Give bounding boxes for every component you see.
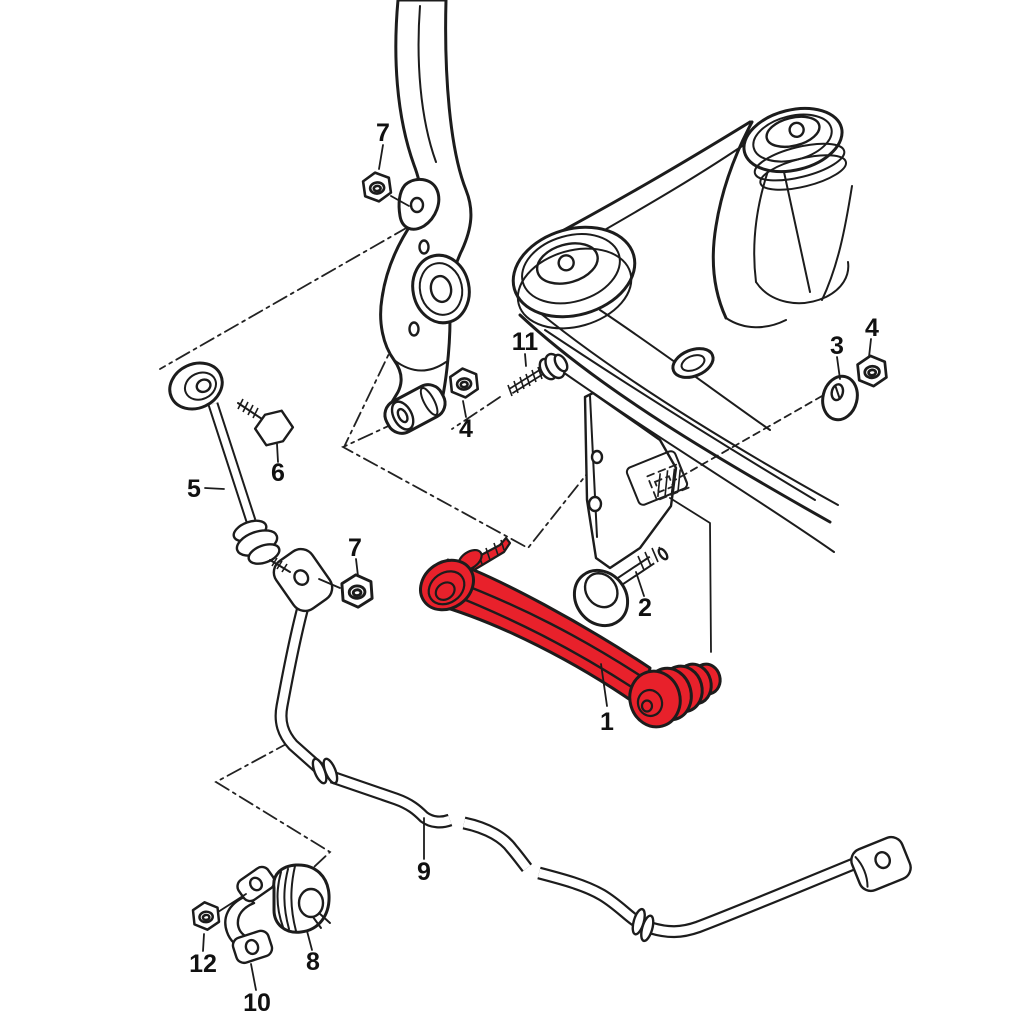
callout-12[interactable]: 12 bbox=[189, 950, 217, 978]
bar-collar-left bbox=[311, 757, 339, 785]
subframe-left-mount bbox=[511, 225, 637, 330]
hex-nut-4-front bbox=[448, 365, 480, 401]
callout-4-rear[interactable]: 4 bbox=[865, 314, 879, 342]
flanged-bolt-2 bbox=[572, 546, 669, 628]
callout-10[interactable]: 10 bbox=[243, 989, 271, 1017]
arm-bushing-eye bbox=[411, 253, 471, 325]
callout-4-front[interactable]: 4 bbox=[459, 415, 473, 443]
callout-7-upper[interactable]: 7 bbox=[376, 119, 390, 147]
eccentric-washer-3 bbox=[821, 374, 859, 422]
stabilizer-bushing-8 bbox=[272, 863, 331, 934]
assembly-axis-lines bbox=[159, 226, 823, 868]
leader-lines bbox=[202, 144, 872, 991]
callout-8[interactable]: 8 bbox=[306, 948, 320, 976]
rod-right-bushing bbox=[628, 662, 722, 729]
bar-rear-eye bbox=[850, 835, 912, 893]
stabilizer-bar bbox=[272, 547, 912, 943]
callout-5[interactable]: 5 bbox=[187, 475, 201, 503]
callout-2[interactable]: 2 bbox=[638, 594, 652, 622]
subframe bbox=[511, 106, 853, 570]
self-tapping-screw-11 bbox=[507, 352, 569, 397]
bar-front-eye bbox=[272, 547, 334, 613]
callout-3[interactable]: 3 bbox=[830, 332, 844, 360]
arm-front-bushing bbox=[383, 383, 447, 435]
callout-6[interactable]: 6 bbox=[271, 459, 285, 487]
track-rod-highlighted bbox=[419, 536, 722, 729]
callout-numbers: 1 2 3 4 4 5 6 7 7 8 9 10 11 12 bbox=[187, 119, 879, 1017]
callout-1[interactable]: 1 bbox=[600, 708, 614, 736]
hex-nut-12 bbox=[191, 899, 221, 933]
hex-nut-7-lower bbox=[339, 572, 375, 610]
stabilizer-link bbox=[168, 361, 291, 573]
subframe-right-mount bbox=[742, 106, 847, 191]
hex-bolt-6 bbox=[237, 398, 295, 447]
hex-nut-4-rear bbox=[855, 353, 889, 389]
callout-7-lower[interactable]: 7 bbox=[348, 534, 362, 562]
link-top-bushing bbox=[168, 361, 224, 411]
subframe-oval-hole bbox=[671, 347, 715, 379]
hidden-bolt-detail bbox=[646, 462, 690, 502]
bushing-clamp-10 bbox=[224, 865, 276, 965]
subframe-bracket bbox=[583, 391, 690, 570]
callout-11[interactable]: 11 bbox=[512, 328, 539, 356]
trailing-arm bbox=[379, 0, 473, 435]
bar-collar-right bbox=[631, 907, 655, 943]
callout-9[interactable]: 9 bbox=[417, 858, 431, 886]
link-ball-joint bbox=[232, 519, 291, 573]
rod-left-bushing bbox=[419, 558, 475, 612]
hex-nut-7-upper bbox=[360, 169, 394, 205]
